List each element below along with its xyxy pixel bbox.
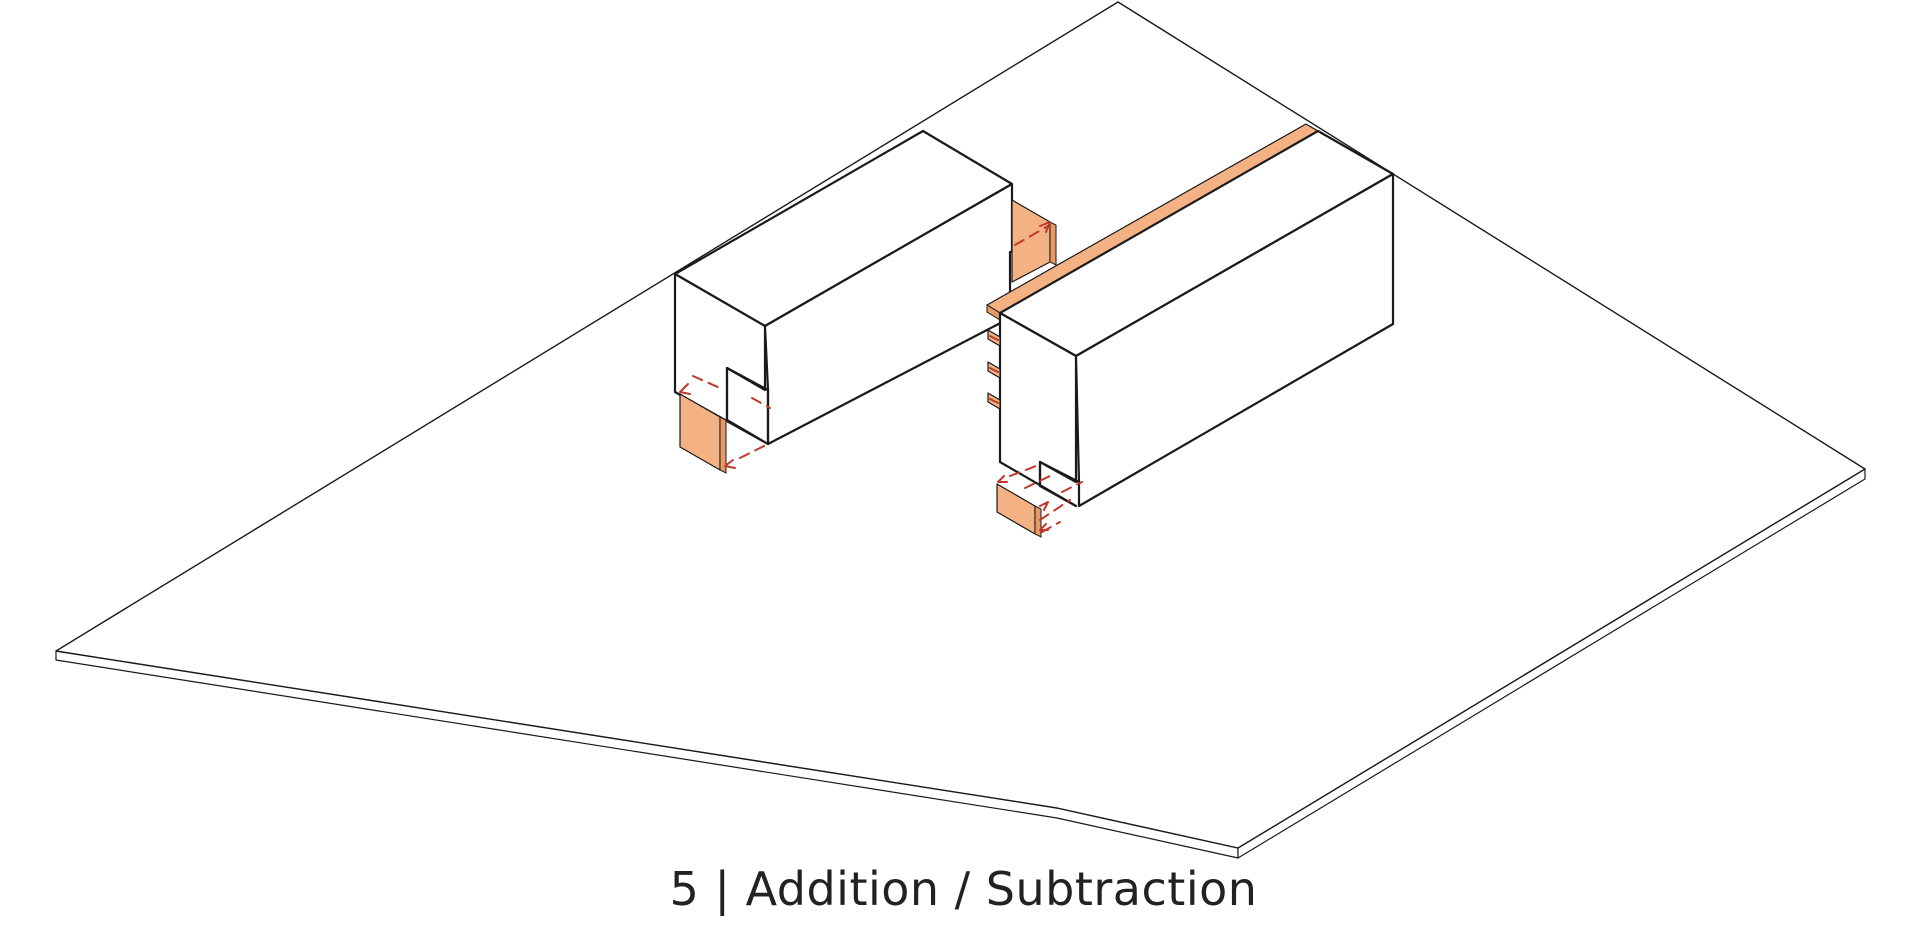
diagram-caption: 5 | Addition / Subtraction bbox=[669, 862, 1258, 916]
right-building bbox=[986, 123, 1395, 508]
left-building-additions bbox=[679, 199, 1057, 474]
right-building-side-face bbox=[1074, 172, 1395, 508]
right-building-additions bbox=[987, 329, 1083, 538]
left-building bbox=[673, 129, 1014, 446]
site-plane bbox=[55, 1, 1866, 859]
